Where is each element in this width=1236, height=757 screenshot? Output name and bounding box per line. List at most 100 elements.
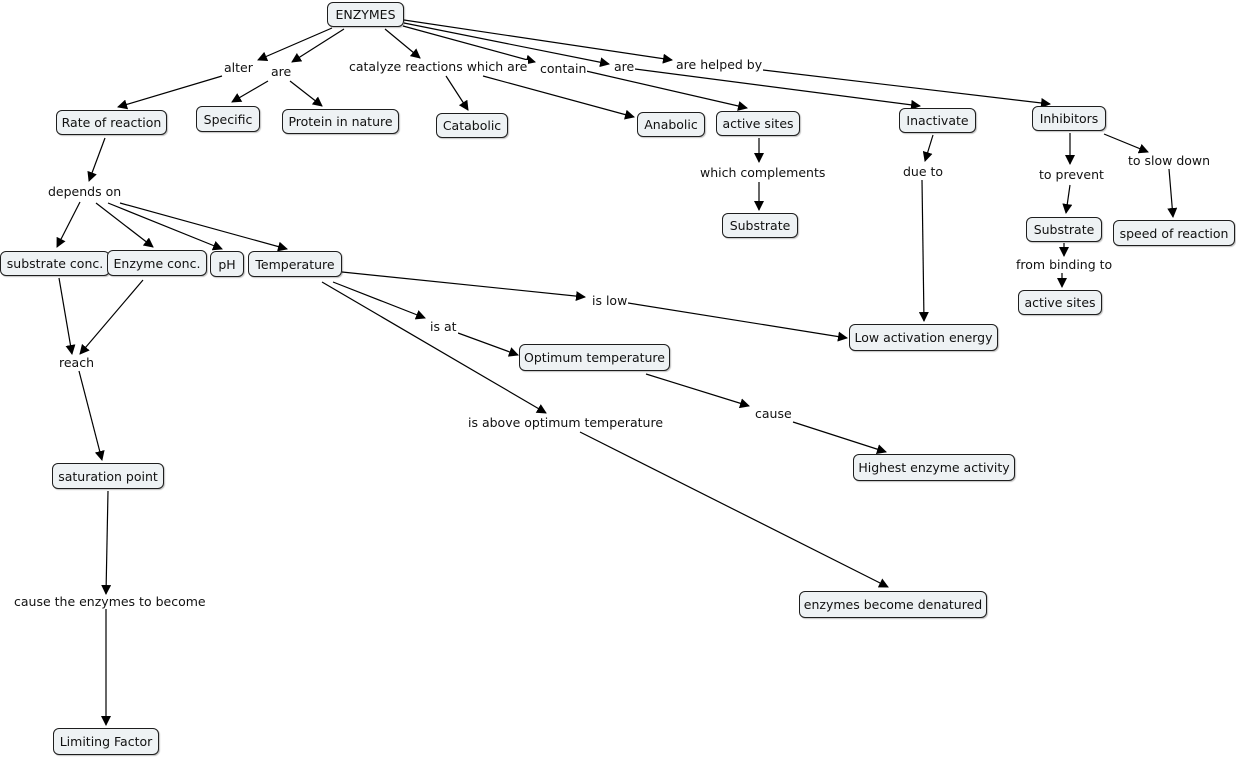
edge-alter-rate (117, 75, 223, 110)
concept-label: Low activation energy (854, 330, 993, 345)
concept-label: active sites (722, 116, 794, 131)
edge-prevent-substrate (1062, 184, 1073, 214)
concept-label: enzymes become denatured (803, 597, 983, 612)
concept-rate-of-reaction[interactable]: Rate of reaction (56, 110, 167, 135)
edge-enzymes-catalyze (384, 28, 421, 59)
concept-saturation-point[interactable]: saturation point (52, 463, 164, 489)
edge-inactivate-dueto (922, 134, 934, 162)
link-to-prevent: to prevent (1038, 167, 1105, 182)
edge-isat-optimum (457, 332, 519, 357)
concept-label: Anabolic (644, 117, 698, 132)
edge-enzymes-contain (402, 25, 536, 65)
edge-depends-ph (107, 202, 223, 251)
link-due-to: due to (902, 164, 945, 179)
concept-label: Highest enzyme activity (858, 460, 1010, 475)
concept-label: Inactivate (906, 113, 969, 128)
edge-enzymes-are (291, 28, 345, 63)
edge-enzyme-reach (79, 279, 144, 355)
concept-label: Substrate (1033, 222, 1095, 237)
edge-depends-enzyme (95, 202, 154, 248)
link-from-binding-to: from binding to (1015, 257, 1114, 272)
edge-slow-speed (1167, 168, 1178, 218)
edge-isabove-denatured (579, 431, 889, 588)
edge-enzymes-alter (257, 27, 333, 62)
concept-specific[interactable]: Specific (196, 106, 260, 132)
link-contain: contain (539, 61, 588, 76)
edge-are-specific (231, 80, 269, 103)
edge-substrate-reach (58, 277, 76, 355)
concept-label: Rate of reaction (61, 115, 162, 130)
concept-catabolic[interactable]: Catabolic (436, 113, 508, 138)
link-is-low: is low (591, 293, 629, 308)
concept-low-activation-energy[interactable]: Low activation energy (849, 324, 998, 351)
concept-label: Catabolic (442, 118, 502, 133)
edge-reach-saturation (78, 370, 105, 461)
edge-rate-depends (87, 137, 106, 182)
concept-label: Enzyme conc. (113, 255, 201, 271)
concept-label: Substrate (729, 218, 791, 233)
edge-optimum-cause (645, 373, 750, 409)
edge-temp-isabove (321, 281, 547, 414)
concept-anabolic[interactable]: Anabolic (637, 112, 705, 137)
concept-label: Specific (203, 111, 253, 127)
concept-temperature[interactable]: Temperature (248, 251, 342, 277)
link-cause-enzymes-to-become: cause the enzymes to become (13, 594, 207, 609)
edge-contain-active (585, 70, 748, 111)
concept-active-sites-binding[interactable]: active sites (1018, 290, 1102, 315)
link-are-inactivate: are (613, 59, 636, 74)
concept-substrate[interactable]: Substrate (722, 213, 798, 238)
edge-are-protein (289, 80, 323, 107)
edge-catalyze-anabolic (482, 75, 635, 120)
edge-temp-isat (332, 281, 426, 320)
edge-depends-temp (119, 202, 288, 252)
concept-inhibitors[interactable]: Inhibitors (1032, 106, 1106, 131)
concept-optimum-temperature[interactable]: Optimum temperature (519, 344, 670, 371)
link-which-complements: which complements (699, 165, 827, 180)
edge-temp-islow (341, 271, 586, 302)
concept-ph[interactable]: pH (210, 251, 244, 277)
edge-islow-lowenergy (627, 302, 848, 342)
concept-inactivate[interactable]: Inactivate (899, 108, 976, 133)
concept-label: substrate conc. (6, 256, 104, 271)
link-depends-on: depends on (47, 184, 123, 199)
concept-label: Optimum temperature (524, 350, 665, 365)
concept-protein-in-nature[interactable]: Protein in nature (282, 109, 399, 134)
concept-label: Protein in nature (288, 114, 393, 129)
concept-enzymes[interactable]: ENZYMES (327, 2, 404, 27)
edge-saturation-cause (101, 490, 112, 595)
link-alter: alter (223, 60, 254, 75)
concept-label: active sites (1024, 295, 1096, 310)
edge-catalyze-catabolic (445, 75, 469, 111)
link-is-above-optimum: is above optimum temperature (467, 415, 665, 430)
concept-highest-enzyme-activity[interactable]: Highest enzyme activity (853, 454, 1015, 481)
edge-inhibitors-slow (1103, 133, 1149, 154)
concept-label: ENZYMES (335, 7, 396, 22)
link-to-slow-down: to slow down (1127, 153, 1212, 168)
link-are: are (270, 64, 293, 79)
edge-are2-inactivate (634, 68, 921, 110)
edge-enzymes-are2 (403, 22, 610, 68)
concept-label: saturation point (58, 468, 158, 484)
concept-active-sites[interactable]: active sites (716, 111, 800, 136)
edge-helped-inhibitors (762, 69, 1051, 108)
concept-enzyme-conc[interactable]: Enzyme conc. (107, 250, 207, 276)
concept-substrate-conc[interactable]: substrate conc. (0, 251, 110, 276)
concept-enzymes-become-denatured[interactable]: enzymes become denatured (799, 591, 987, 618)
edge-depends-substrate (56, 201, 81, 248)
link-reach: reach (58, 355, 96, 370)
concept-substrate-inhibitor[interactable]: Substrate (1026, 217, 1102, 242)
link-is-at: is at (429, 319, 458, 334)
concept-speed-of-reaction[interactable]: speed of reaction (1113, 220, 1235, 246)
link-catalyze-reactions: catalyze reactions which are (348, 59, 529, 74)
concept-label: Inhibitors (1039, 111, 1099, 126)
edge-dueto-lowenergy (918, 179, 929, 322)
concept-label: Temperature (255, 256, 335, 272)
edge-enzymes-helped (403, 19, 673, 64)
concept-limiting-factor[interactable]: Limiting Factor (53, 728, 159, 755)
edge-cause-highest (792, 421, 887, 454)
link-cause-highest: cause (754, 406, 793, 421)
link-are-helped-by: are helped by (675, 57, 764, 72)
concept-label: pH (218, 256, 236, 272)
concept-label: speed of reaction (1119, 225, 1229, 241)
